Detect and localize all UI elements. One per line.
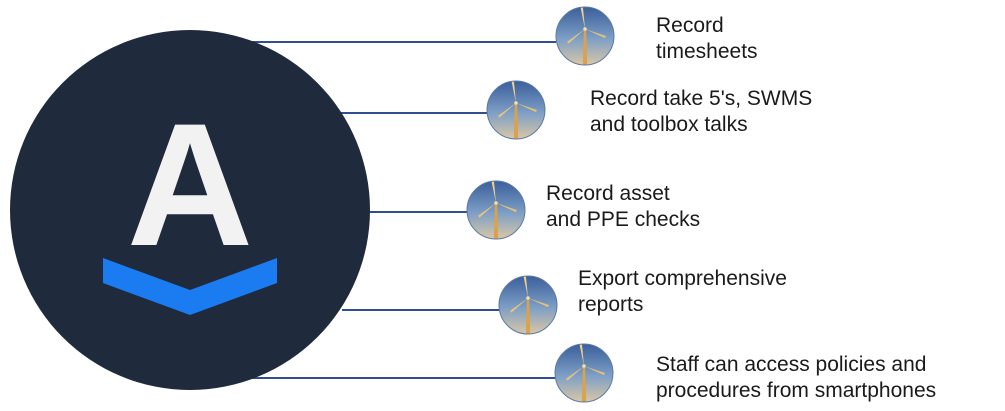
wind-turbine-icon — [499, 276, 557, 335]
connector-lines — [238, 41, 556, 379]
brand-logo: A — [10, 30, 370, 390]
logo-chevron — [103, 258, 277, 315]
feature-label-take5-swms: Record take 5's, SWMS and toolbox talks — [590, 87, 813, 136]
wind-turbine-icon — [467, 181, 525, 240]
feature-label-policies: Staff can access policies and procedures… — [656, 353, 937, 402]
wind-turbine-icon — [555, 344, 613, 403]
feature-label-timesheets: Record timesheets — [656, 14, 758, 63]
logo-letter: A — [127, 88, 253, 283]
feature-label-asset-ppe: Record asset and PPE checks — [546, 182, 701, 231]
wind-turbine-icon — [556, 7, 614, 66]
logo-circle — [10, 30, 370, 390]
feature-label-reports: Export comprehensive reports — [578, 267, 787, 316]
wind-turbine-icon — [487, 81, 545, 140]
